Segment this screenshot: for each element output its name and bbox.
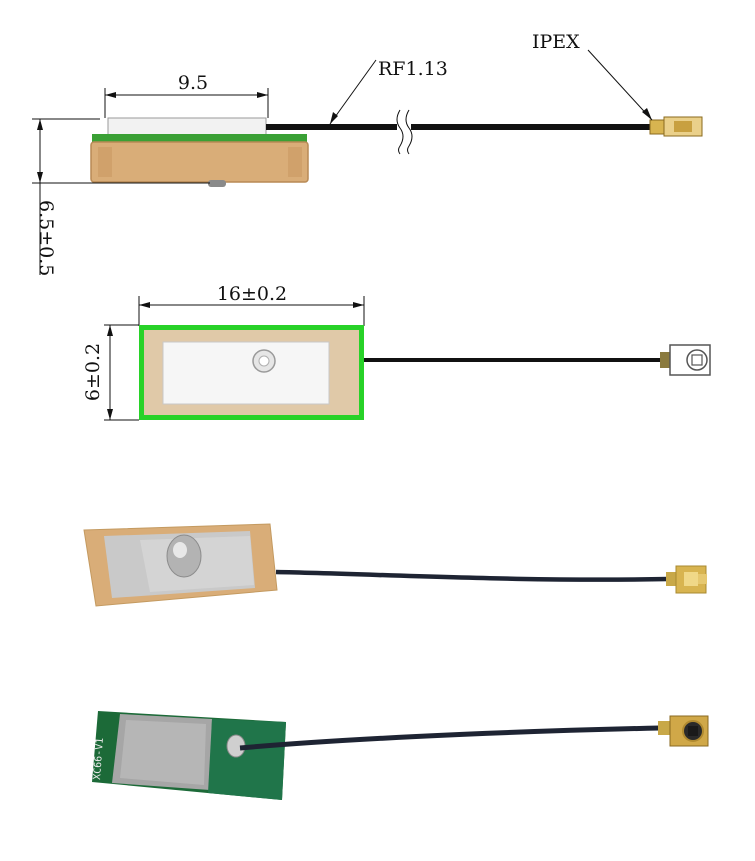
silver-patch <box>162 341 330 405</box>
height-dimension: 6.5±0.5 <box>32 118 210 276</box>
cable-callout: RF1.13 <box>329 58 448 125</box>
width-dimension: 6±0.2 <box>82 324 139 421</box>
length-dimension: 16±0.2 <box>138 283 365 326</box>
width-label: 6±0.2 <box>82 343 104 401</box>
photo-connector-2-icon <box>658 715 709 747</box>
photo-cable-2 <box>239 725 661 751</box>
side-view: 9.5 6.5±0.5 <box>32 31 703 276</box>
feed-pin-icon <box>208 180 226 187</box>
pcb-marking: XC66-V1 <box>92 737 106 780</box>
patch-plate <box>107 117 267 136</box>
length-label: 16±0.2 <box>217 283 287 305</box>
connector-label: IPEX <box>532 31 580 53</box>
photo-bottom: XC66-V1 <box>92 711 709 800</box>
top-width-dimension: 9.5 <box>104 72 269 118</box>
ceramic-body <box>90 141 309 183</box>
cable-type-label: RF1.13 <box>378 58 448 80</box>
cable-break <box>396 109 413 155</box>
photo-top <box>83 523 707 607</box>
top-width-label: 9.5 <box>178 72 208 94</box>
ipex-connector-top-icon <box>660 344 711 376</box>
top-view: 16±0.2 6±0.2 <box>82 283 711 421</box>
height-label: 6.5±0.5 <box>35 200 57 276</box>
ipex-connector-icon <box>649 116 703 137</box>
photo-connector-icon <box>666 565 707 594</box>
pcb-layer <box>92 134 307 143</box>
photo-cable <box>275 569 669 582</box>
connector-callout: IPEX <box>532 31 653 121</box>
